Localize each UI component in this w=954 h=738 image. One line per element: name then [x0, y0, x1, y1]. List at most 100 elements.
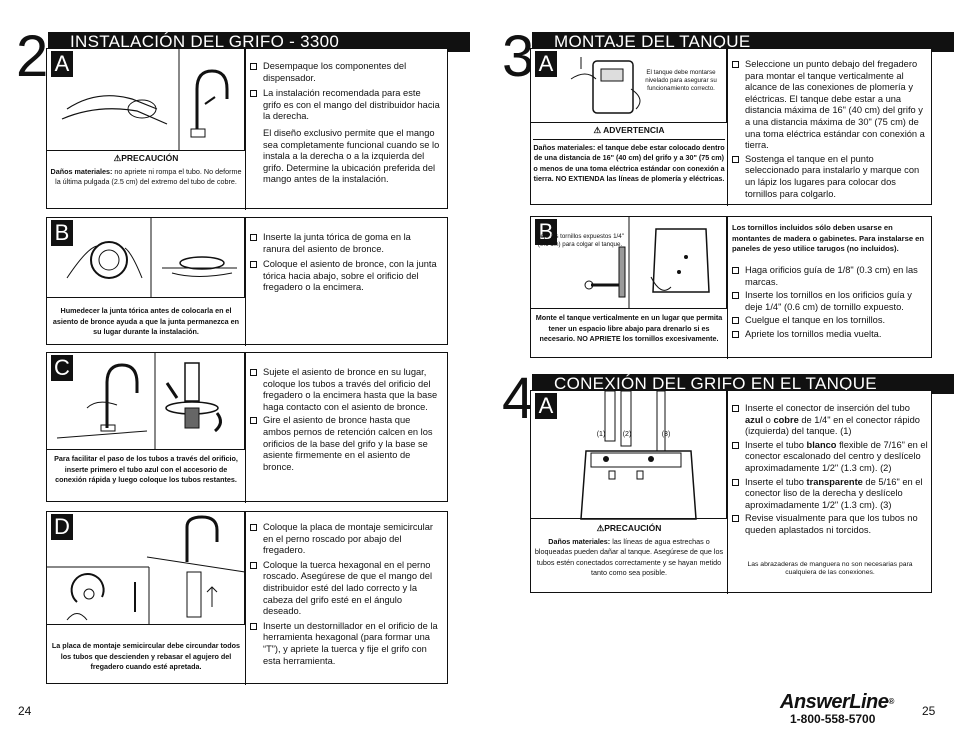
faucet-hands-illustration — [61, 49, 229, 151]
checklist-item[interactable]: Sujete el asiento de bronce en su lugar,… — [250, 367, 440, 413]
checklist-item[interactable]: Apriete los tornillos media vuelta. — [732, 329, 928, 341]
step-2d-box: D La placa de montaje semicircular debe … — [46, 511, 448, 685]
warning-icon: ⚠ — [593, 125, 602, 135]
checkbox-icon — [732, 515, 739, 523]
step-4a-list: Inserte el conector de inserción del tub… — [732, 403, 928, 539]
checklist-item[interactable]: Inserte un destornillador en el orificio… — [250, 621, 440, 667]
step-2c-box: C Para facilitar el paso de los tubos a … — [46, 352, 448, 503]
step-2a-list: Desempaque los componentes del dispensad… — [250, 61, 440, 188]
step-2d-list: Coloque la placa de montaje semicircular… — [250, 522, 440, 669]
warning-label: Daños materiales: — [533, 142, 596, 152]
brand-logo: AnswerLine® 1-800-558-5700 — [780, 692, 895, 726]
precaution-box: ⚠PRECAUCIÓN Daños materiales: no apriete… — [49, 153, 243, 188]
checklist-item[interactable]: Cuelgue el tanque en los tornillos. — [732, 315, 928, 327]
checkbox-icon — [732, 405, 739, 412]
faucet-tubes-illustration — [56, 353, 222, 450]
step-4-number: 4 — [502, 366, 535, 431]
checkbox-icon — [732, 155, 739, 163]
warning-text: el tanque debe estar colocado dentro de … — [533, 142, 725, 184]
brand-name: AnswerLine® — [780, 691, 894, 713]
step-2a-box: A ⚠PRECAUCIÓN Daños materiales: no aprie… — [46, 48, 448, 210]
o-ring-illustration — [66, 218, 237, 298]
warning-heading: ⚠ ADVERTENCIA — [593, 125, 665, 135]
checklist-item[interactable]: Gire el asiento de bronce hasta que ambo… — [250, 415, 440, 473]
warning-label: Daños materiales: — [50, 166, 113, 176]
step-2b-box: B Humedecer la junta tórica antes de col… — [46, 217, 448, 346]
checklist-item[interactable]: Inserte el conector de inserción del tub… — [732, 403, 928, 438]
checklist-item[interactable]: Inserte el tubo blanco flexible de 7/16"… — [732, 440, 928, 475]
warning-icon: ⚠ — [596, 523, 605, 533]
checkbox-icon — [250, 369, 257, 376]
step-4a-box: A (1) (2) (3) ⚠PRECAUCIÓN Daños material… — [530, 390, 932, 594]
warning-box: ⚠ ADVERTENCIA Daños materiales: el tanqu… — [533, 125, 725, 185]
checkbox-icon — [732, 441, 739, 449]
step-3a-box: A El tanque debe montarse nivelado para … — [530, 48, 932, 206]
step-letter-a: A — [51, 51, 73, 77]
checkbox-icon — [732, 267, 739, 274]
checklist-item[interactable]: Haga orificios guía de 1/8" (0.3 cm) en … — [732, 265, 928, 288]
checklist-item[interactable]: Sostenga el tanque en el punto seleccion… — [732, 154, 928, 200]
mounting-plate-illustration — [47, 515, 246, 625]
checkbox-icon — [250, 234, 257, 241]
checkbox-icon — [250, 90, 257, 98]
warning-icon: ⚠ — [113, 153, 122, 163]
step-2d-caption: La placa de montaje semicircular debe ci… — [51, 641, 241, 671]
step-3b-list: Haga orificios guía de 1/8" (0.3 cm) en … — [732, 265, 928, 343]
step-3b-caption: Monte el tanque verticalmente en un luga… — [535, 313, 723, 343]
step-2-title: INSTALACIÓN DEL GRIFO - 3300 — [48, 32, 470, 52]
checkbox-icon — [250, 622, 257, 630]
checklist-item[interactable]: Seleccione un punto debajo del fregadero… — [732, 59, 928, 152]
tank-connectors-illustration — [580, 390, 697, 520]
step-3-number: 3 — [502, 24, 535, 89]
step-2b-caption: Humedecer la junta tórica antes de coloc… — [52, 306, 240, 336]
page-number-right: 25 — [922, 704, 936, 718]
tube-label-1: (1) — [596, 431, 606, 438]
checklist-item[interactable]: Inserte la junta tórica de goma en la ra… — [250, 232, 440, 255]
tube-label-3: (3) — [661, 431, 671, 438]
checkbox-icon — [250, 261, 257, 269]
screw-tank-illustration — [584, 217, 710, 309]
checkbox-icon — [732, 292, 739, 300]
checklist-item[interactable]: Revise visualmente para que los tubos no… — [732, 513, 928, 536]
checklist-item[interactable]: Inserte el tubo transparente de 5/16" en… — [732, 477, 928, 512]
tube-label-2: (2) — [622, 431, 632, 438]
warning-text: no apriete ni rompa el tubo. No deforme … — [55, 166, 242, 187]
checklist-item[interactable]: Coloque la tuerca hexagonal en el perno … — [250, 560, 440, 618]
tank-level-note: El tanque debe montarse nivelado para as… — [645, 69, 717, 92]
warning-heading: ⚠PRECAUCIÓN — [113, 153, 179, 163]
paragraph-note: El diseño exclusivo permite que el mango… — [263, 127, 440, 185]
warning-text: las líneas de agua estrechas o bloqueada… — [534, 536, 724, 578]
illustration-faucet-unpack — [47, 49, 245, 151]
step-3a-list: Seleccione un punto debajo del fregadero… — [732, 59, 928, 202]
step-4-title: CONEXIÓN DEL GRIFO EN EL TANQUE — [532, 374, 954, 394]
screw-exposure-note: Deje los tornillos expuestos 1/4" (0.6 c… — [536, 233, 624, 248]
step-letter-b: B — [535, 219, 557, 245]
tank-level-illustration — [570, 57, 641, 114]
page-number-left: 24 — [18, 704, 32, 718]
step-3b-box: B Deje los tornillos expuestos 1/4" (0.6… — [530, 216, 932, 359]
checklist-item[interactable]: Desempaque los componentes del dispensad… — [250, 61, 440, 84]
step-letter-a: A — [535, 51, 557, 77]
step-2c-caption: Para facilitar el paso de los tubos a tr… — [54, 454, 238, 484]
step-2b-list: Inserte la junta tórica de goma en la ra… — [250, 232, 440, 296]
warning-heading: ⚠PRECAUCIÓN — [596, 523, 662, 533]
screw-usage-note: Los tornillos incluidos sólo deben usars… — [732, 223, 925, 253]
step-2-number: 2 — [16, 24, 49, 89]
checkbox-icon — [732, 317, 739, 325]
checkbox-icon — [732, 61, 739, 68]
brand-phone: 1-800-558-5700 — [790, 712, 876, 726]
step-letter-b: B — [51, 220, 73, 246]
checklist-item[interactable]: Coloque la placa de montaje semicircular… — [250, 522, 440, 557]
step-letter-c: C — [51, 355, 73, 381]
checkbox-icon — [250, 63, 257, 70]
checklist-item[interactable]: La instalación recomendada para este gri… — [250, 88, 440, 123]
checklist-item[interactable]: Coloque el asiento de bronce, con la jun… — [250, 259, 440, 294]
checkbox-icon — [250, 524, 257, 531]
checkbox-icon — [250, 561, 257, 569]
warning-label: Daños materiales: — [548, 536, 611, 546]
checklist-item[interactable]: Inserte los tornillos en los orificios g… — [732, 290, 928, 313]
step-letter-d: D — [51, 514, 73, 540]
step-3-title: MONTAJE DEL TANQUE — [532, 32, 954, 52]
precaution-box: ⚠PRECAUCIÓN Daños materiales: las líneas… — [533, 523, 725, 579]
step-letter-a: A — [535, 393, 557, 419]
